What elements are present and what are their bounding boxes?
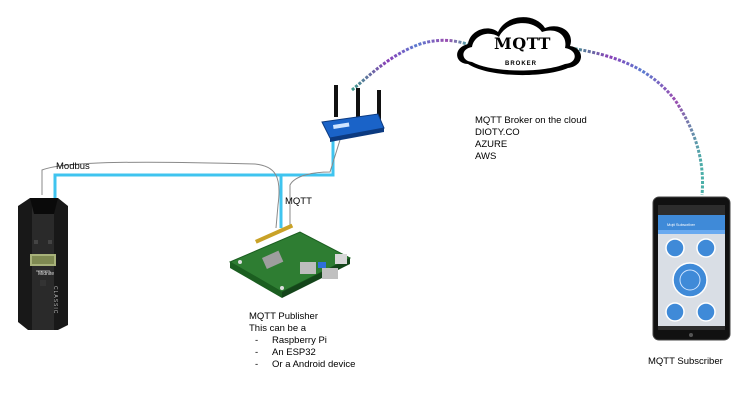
publisher-option: Raspberry Pi (255, 335, 355, 347)
raspberry-pi-board (228, 223, 352, 298)
cloud-title: MQTT (494, 34, 551, 53)
publisher-subtitle: This can be a (249, 323, 307, 334)
phone-app-title: Mqtt Subscriber (667, 222, 696, 227)
broker-line-2: DIOTY.CO (475, 127, 520, 138)
controller-brand: Midnite (38, 271, 55, 277)
solar-charge-controller (18, 198, 68, 330)
modbus-label: Modbus (56, 161, 90, 172)
subscriber-label: MQTT Subscriber (648, 356, 723, 367)
mqtt-wire (289, 139, 341, 228)
cloud-subtitle: BROKER (505, 61, 538, 67)
router (321, 85, 385, 142)
controller-model: CLASSIC (52, 286, 58, 315)
broker-line-1: MQTT Broker on the cloud (475, 115, 587, 126)
broker-line-4: AWS (475, 151, 497, 162)
smartphone (652, 196, 731, 341)
cloud-icon (457, 17, 582, 76)
broker-line-3: AZURE (475, 139, 508, 150)
publisher-option: An ESP32 (255, 347, 355, 359)
mqtt-label: MQTT (285, 196, 312, 207)
publisher-options-list: Raspberry Pi An ESP32 Or a Android devic… (255, 335, 355, 371)
wireless-link-router-cloud (351, 38, 471, 92)
wireless-link-cloud-phone (569, 46, 704, 196)
publisher-option: Or a Android device (255, 359, 355, 371)
modbus-wire (41, 161, 280, 229)
publisher-title: MQTT Publisher (249, 311, 318, 322)
ethernet-cable-controller (53, 138, 335, 200)
